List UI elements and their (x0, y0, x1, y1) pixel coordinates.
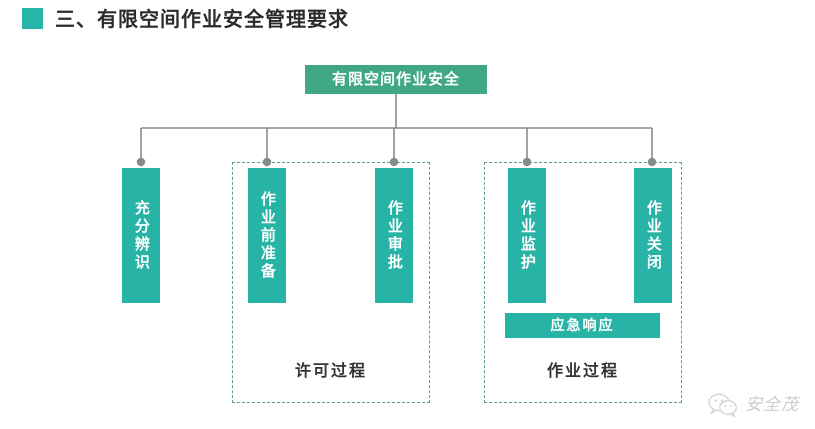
root-node-label: 有限空间作业安全 (331, 70, 460, 88)
node-作业审批[interactable]: 作业审批 (375, 168, 413, 303)
node-label: 充分辨识 (132, 199, 151, 272)
group-label-permit: 许可过程 (294, 361, 367, 380)
wechat-logo-icon (708, 393, 737, 417)
node-label: 作业前准备 (258, 190, 277, 281)
node-作业监护[interactable]: 作业监护 (508, 168, 546, 303)
node-充分辨识[interactable]: 充分辨识 (122, 168, 160, 303)
watermark-text: 安全茂 (745, 394, 799, 415)
group-box-permit: 许可过程 (232, 162, 430, 403)
node-label: 作业关闭 (644, 199, 663, 272)
bullet-square-icon (22, 8, 43, 29)
page-title-text: 三、有限空间作业安全管理要求 (55, 6, 349, 31)
node-作业前准备[interactable]: 作业前准备 (248, 168, 286, 303)
page-title: 三、有限空间作业安全管理要求 (22, 8, 349, 29)
group-label-operation: 作业过程 (546, 361, 619, 380)
root-node-有限空间作业安全[interactable]: 有限空间作业安全 (305, 65, 487, 94)
watermark: 安全茂 (708, 393, 799, 417)
node-作业关闭[interactable]: 作业关闭 (634, 168, 672, 303)
node-label: 作业审批 (385, 199, 404, 272)
node-应急响应[interactable]: 应急响应 (505, 313, 660, 338)
group-box-operation: 作业过程 (484, 162, 682, 403)
emergency-label: 应急响应 (550, 317, 615, 334)
node-label: 作业监护 (518, 199, 537, 272)
